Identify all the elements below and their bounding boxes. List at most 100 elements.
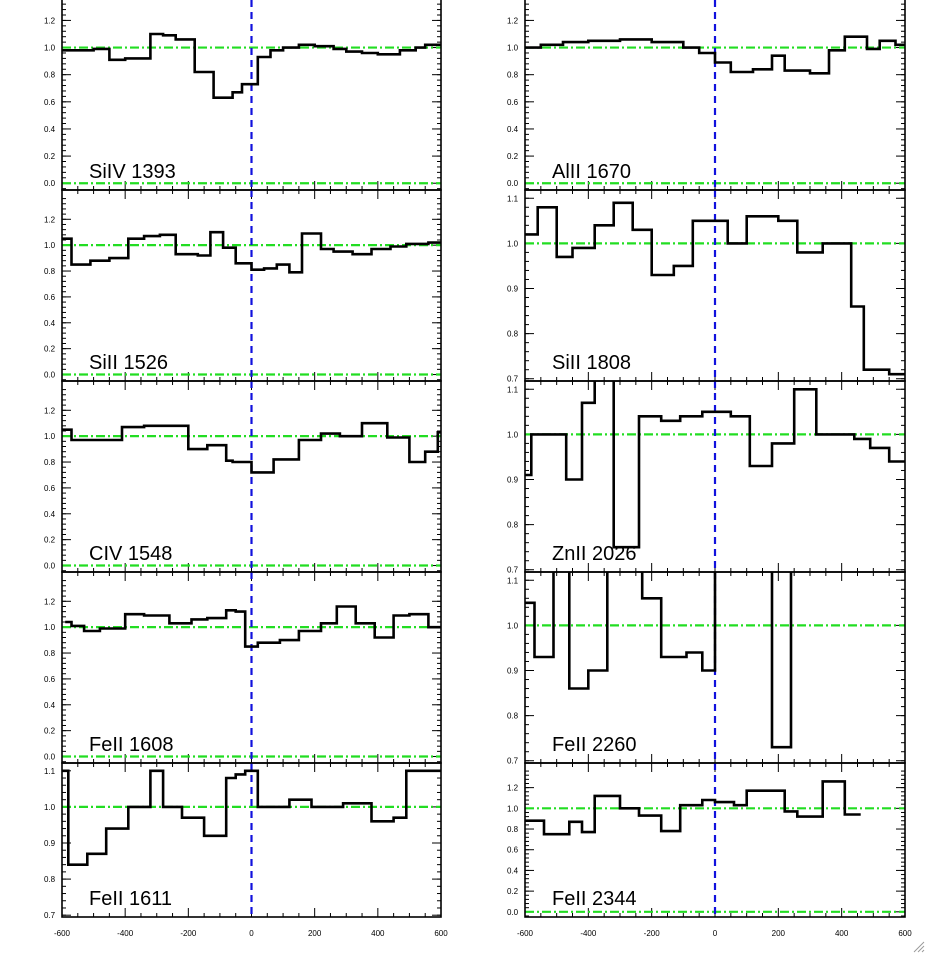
y-tick-label: 1.0 [44,623,56,632]
x-tick-label: -600 [517,929,534,938]
y-tick-label: 0.9 [44,839,56,848]
panel-frame [524,762,906,918]
y-tick-label: 0.4 [44,319,56,328]
y-tick-label: 0.9 [507,285,519,294]
panel-label: CIV 1548 [89,543,172,565]
x-tick-label: -200 [180,929,197,938]
y-tick-label: 0.2 [44,152,56,161]
x-tick-label: 0 [249,929,254,938]
y-tick-label: 0.7 [507,566,519,575]
spectrum-step-line [62,769,441,866]
y-tick-label: 0.6 [44,293,56,302]
y-tick-label: 0.8 [507,712,519,721]
y-tick-label: 0.4 [44,125,56,134]
y-tick-label: 0.8 [44,649,56,658]
y-tick-label: 0.2 [507,152,519,161]
y-tick-label: 1.2 [507,16,519,25]
panel-label: ZnII 2026 [552,543,637,565]
y-tick-label: 1.2 [44,597,56,606]
x-tick-label: 600 [898,929,912,938]
x-tick-label: -600 [54,929,71,938]
panel-label: FeII 2344 [552,888,637,910]
spectrum-step-line [525,780,861,836]
y-tick-label: 1.0 [507,621,519,630]
y-tick-label: 0.2 [507,887,519,896]
y-tick-label: 1.0 [44,241,56,250]
y-tick-label: 1.0 [44,44,56,53]
y-tick-label: 0.9 [507,476,519,485]
y-tick-label: 0.0 [44,753,56,762]
x-tick-label: -200 [644,929,661,938]
panel-label: FeII 1611 [89,888,172,910]
y-tick-label: 0.7 [507,375,519,384]
y-tick-label: 1.1 [507,576,519,585]
y-tick-label: 1.2 [44,215,56,224]
y-tick-label: 0.4 [507,866,519,875]
y-tick-label: 0.8 [44,267,56,276]
y-tick-label: 0.7 [44,911,56,920]
x-tick-label: -400 [580,929,597,938]
y-tick-label: 1.2 [507,784,519,793]
spectrum-step-line [525,572,793,749]
panel-label: FeII 1608 [89,734,174,756]
y-tick-label: 0.6 [44,98,56,107]
y-tick-label: 1.0 [507,430,519,439]
y-tick-label: 0.8 [44,71,56,80]
spectrum-step-line [62,421,441,474]
y-tick-label: 0.6 [507,846,519,855]
panel-label: SiII 1808 [552,352,631,374]
y-tick-label: 0.0 [44,179,56,188]
y-tick-label: 1.2 [44,406,56,415]
x-tick-label: 600 [434,929,448,938]
y-tick-label: 0.8 [507,71,519,80]
x-tick-label: 0 [713,929,718,938]
y-tick-label: 0.2 [44,345,56,354]
y-tick-label: 0.4 [44,510,56,519]
panel-label: FeII 2260 [552,734,637,756]
y-tick-label: 0.8 [507,330,519,339]
spectrum-step-line [525,201,905,376]
y-tick-label: 0.0 [507,908,519,917]
y-tick-label: 0.2 [44,536,56,545]
y-tick-label: 0.4 [44,701,56,710]
y-tick-label: 1.0 [507,239,519,248]
spectrum-step-line [525,381,905,549]
y-tick-label: 0.0 [44,562,56,571]
x-tick-label: -400 [117,929,134,938]
x-tick-label: 200 [308,929,322,938]
y-tick-label: 0.8 [44,458,56,467]
resize-grip-icon[interactable] [912,940,925,953]
y-tick-label: 0.0 [507,179,519,188]
panel-label: SiIV 1393 [89,161,176,183]
y-tick-label: 0.7 [507,757,519,766]
y-tick-label: 0.9 [507,667,519,676]
y-tick-label: 0.2 [44,727,56,736]
y-tick-label: 0.8 [507,825,519,834]
y-tick-label: 0.8 [44,875,56,884]
y-tick-label: 1.0 [507,804,519,813]
y-tick-label: 1.0 [44,803,56,812]
x-tick-label: 400 [835,929,849,938]
y-tick-label: 0.4 [507,125,519,134]
panel-label: AlII 1670 [552,161,631,183]
y-tick-label: 0.8 [507,521,519,530]
panel-label: SiII 1526 [89,352,168,374]
y-tick-label: 1.1 [507,385,519,394]
panel-frame [61,762,442,918]
y-tick-label: 1.1 [44,767,56,776]
spectrum-step-line [62,32,441,99]
y-tick-label: 0.6 [507,98,519,107]
y-tick-label: 0.6 [44,675,56,684]
y-tick-label: 0.6 [44,484,56,493]
spectrum-step-line [62,230,441,274]
y-tick-label: 1.2 [44,16,56,25]
